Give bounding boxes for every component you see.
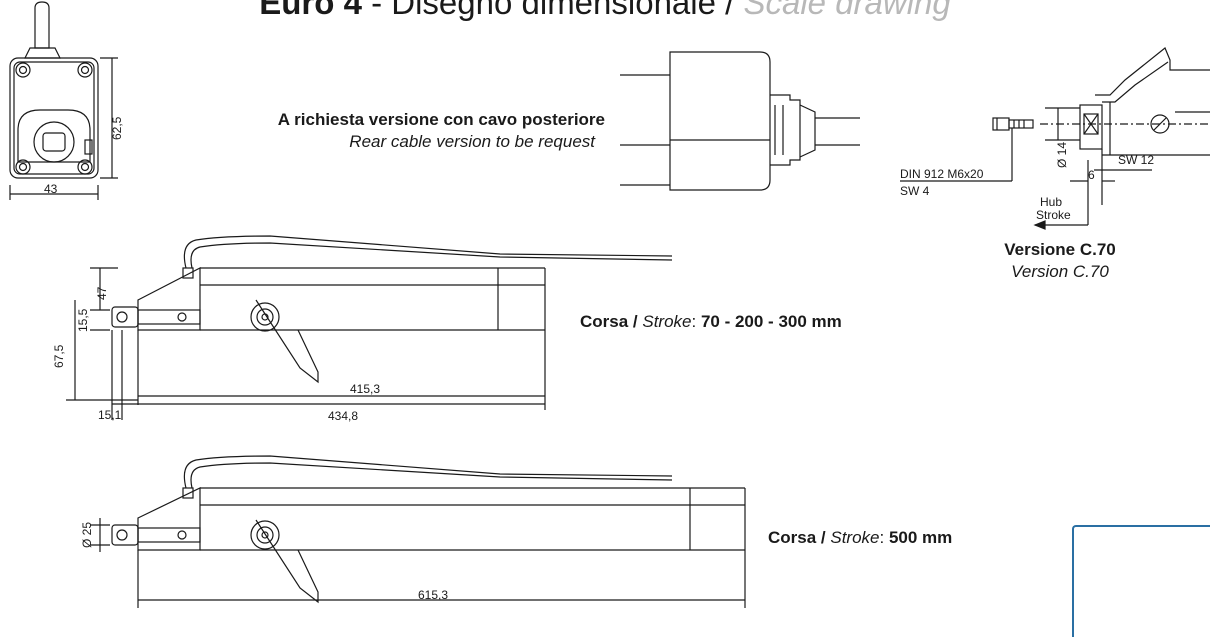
technical-drawing xyxy=(9,1,1210,608)
stroke-spec-1: Corsa / Stroke: 70 - 200 - 300 mm xyxy=(580,312,842,331)
rear-cable-view xyxy=(620,51,860,191)
product-photo-frame xyxy=(1072,525,1210,637)
hub-label: Hub xyxy=(1040,195,1063,209)
dim-67-5: 67,5 xyxy=(52,344,66,368)
rear-cable-title: A richiesta versione con cavo posteriore xyxy=(277,110,605,129)
dim-dia-25: Ø 25 xyxy=(80,521,94,548)
c70-detail-view xyxy=(900,47,1210,230)
dim-615-3: 615,3 xyxy=(418,588,449,602)
dim-15-5: 15,5 xyxy=(76,308,90,332)
actuator-side-view-2 xyxy=(90,455,746,608)
six-label: 6 xyxy=(1088,168,1095,182)
dim-15-1: 15,1 xyxy=(98,408,122,422)
version-c70-subtitle: Version C.70 xyxy=(1011,262,1109,281)
actuator-side-view-1 xyxy=(66,235,673,420)
sw4-label: SW 4 xyxy=(900,184,930,198)
dim-47: 47 xyxy=(95,286,109,300)
title-english: Scale drawing xyxy=(743,0,951,21)
front-view xyxy=(9,1,118,200)
stroke-label: Stroke xyxy=(1036,208,1071,222)
version-c70-title: Versione C.70 xyxy=(1004,240,1116,259)
dim-434-8: 434,8 xyxy=(328,409,359,423)
title-sep: - xyxy=(361,0,392,21)
dim-415-3: 415,3 xyxy=(350,382,381,396)
title-model: Euro 4 xyxy=(259,0,362,21)
rear-cable-subtitle: Rear cable version to be request xyxy=(349,132,595,151)
dia14-label: Ø 14 xyxy=(1055,141,1069,168)
stroke-spec-2: Corsa / Stroke: 500 mm xyxy=(768,528,953,547)
sw12-label: SW 12 xyxy=(1118,153,1155,167)
page-title: Euro 4 - Disegno dimensionale / Scale dr… xyxy=(0,0,1210,22)
dim-height-front: 62,5 xyxy=(110,116,124,140)
dim-width-front: 43 xyxy=(44,182,58,196)
title-italian: Disegno dimensionale / xyxy=(391,0,744,21)
din-label: DIN 912 M6x20 xyxy=(900,167,984,181)
